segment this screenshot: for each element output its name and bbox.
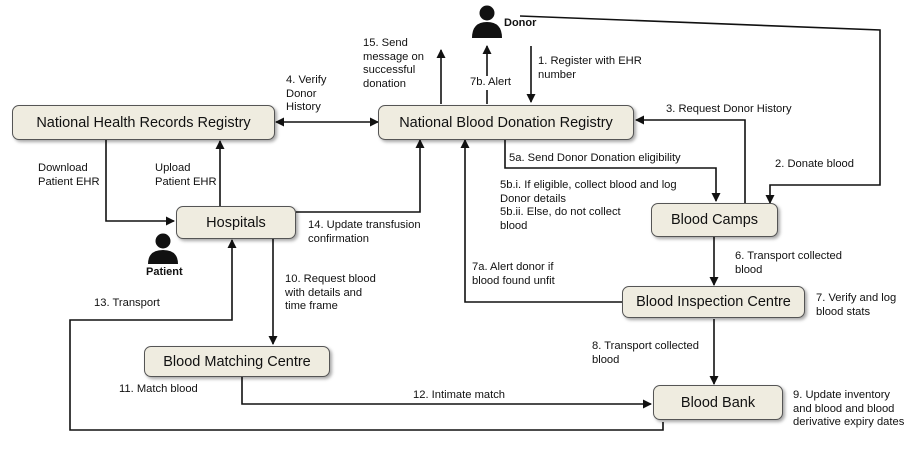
label-upload-ehr: Upload Patient EHR	[155, 162, 217, 188]
label-collect-blood: 5b.i. If eligible, collect blood and log…	[500, 179, 677, 232]
label-send-message: 15. Send message on successful donation	[363, 37, 424, 90]
edge-intimate-match	[241, 376, 652, 409]
edge-donate-blood	[519, 15, 881, 204]
label-donate-blood: 2. Donate blood	[775, 158, 854, 170]
label-intimate-match: 12. Intimate match	[413, 389, 506, 401]
edge-download-ehr	[105, 138, 175, 226]
edge-send-eligibility	[504, 140, 721, 202]
label-request-donor-history: 3. Request Donor History	[666, 103, 792, 115]
node-national-blood-donation-registry: National Blood Donation Registry	[378, 105, 634, 140]
edge-request-donor-history	[635, 115, 746, 204]
label-transport-to-inspection: 6. Transport collected blood	[735, 250, 842, 276]
label-request-blood: 10. Request blood with details and time …	[285, 273, 376, 312]
label-transport-to-hospital: 13. Transport	[94, 297, 160, 309]
label-download-ehr: Download Patient EHR	[38, 162, 100, 188]
label-update-transfusion: 14. Update transfusion confirmation	[308, 219, 421, 245]
label-verify-blood-stats: 7. Verify and log blood stats	[816, 292, 897, 318]
donor-icon	[472, 5, 502, 38]
patient-label: Patient	[146, 266, 183, 278]
node-national-health-records-registry: National Health Records Registry	[12, 105, 275, 140]
node-blood-matching-centre: Blood Matching Centre	[144, 346, 330, 377]
edge-update-transfusion	[296, 139, 425, 213]
edge-transport-to-hospital	[69, 239, 664, 431]
label-transport-to-bank: 8. Transport collected blood	[592, 340, 699, 366]
node-blood-camps: Blood Camps	[651, 203, 778, 237]
edge-alert-unfit	[460, 139, 622, 303]
node-hospitals: Hospitals	[176, 206, 296, 239]
label-send-eligibility: 5a. Send Donor Donation eligibility	[509, 152, 681, 164]
label-alert-unfit: 7a. Alert donor if blood found unfit	[472, 261, 555, 287]
donor-label: Donor	[504, 17, 537, 29]
patient-icon	[148, 233, 178, 264]
label-verify-donor-history: 4. Verify Donor History	[286, 74, 327, 113]
node-blood-bank: Blood Bank	[653, 385, 783, 420]
node-blood-inspection-centre: Blood Inspection Centre	[622, 286, 805, 318]
label-alert-donor: 7b. Alert	[470, 76, 512, 90]
label-register-ehr: 1. Register with EHR number	[538, 55, 642, 81]
label-match-blood: 11. Match blood	[119, 383, 198, 395]
label-update-inventory: 9. Update inventory and blood and blood …	[793, 389, 905, 428]
